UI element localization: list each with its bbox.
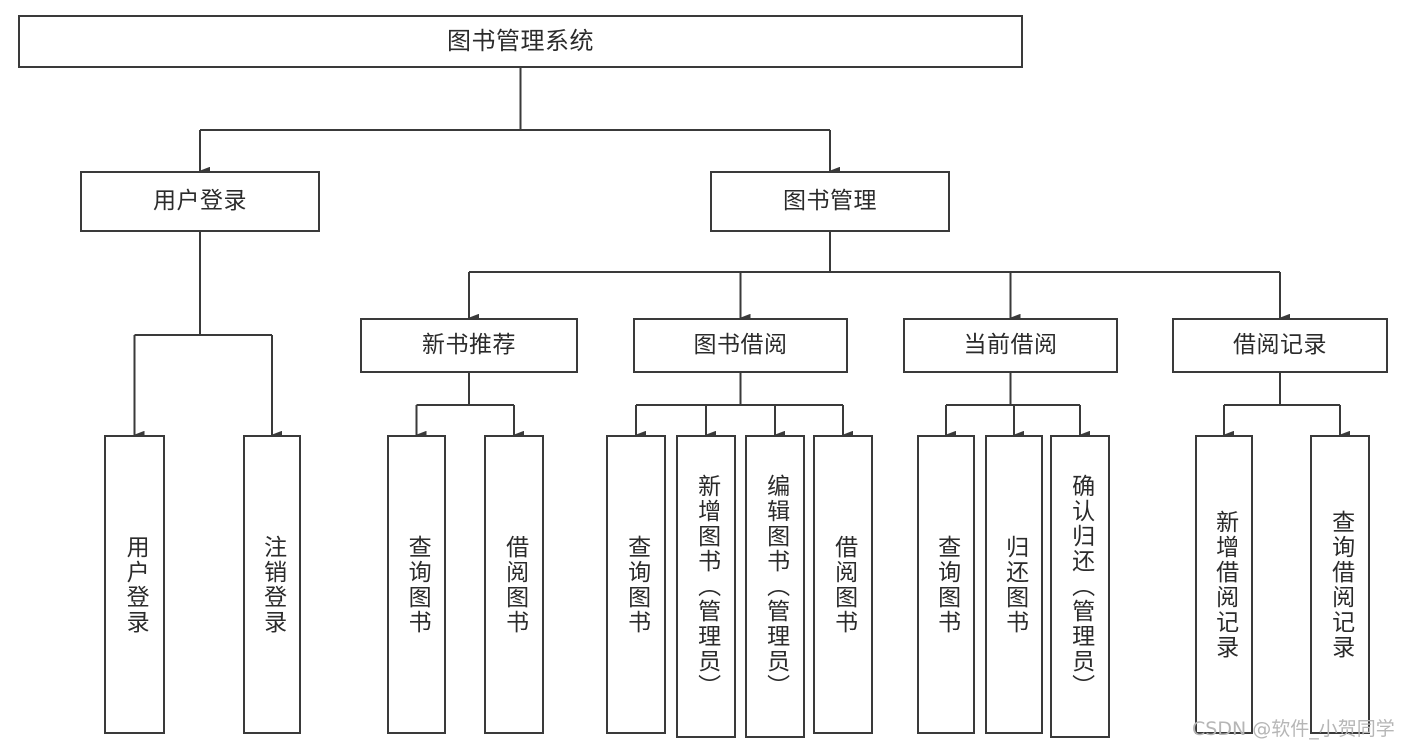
node-newbook[interactable]: 新书推荐	[360, 318, 578, 373]
node-label: 用户登录	[122, 534, 149, 635]
node-label: 注销登录	[259, 534, 286, 635]
node-label: 图书管理	[783, 187, 877, 214]
node-records[interactable]: 借阅记录	[1172, 318, 1388, 373]
node-label: 新书推荐	[422, 331, 516, 358]
node-borrow[interactable]: 图书借阅	[633, 318, 848, 373]
node-label: 用户登录	[153, 187, 247, 214]
node-label: 编辑图书（管理员）	[762, 474, 789, 699]
node-label: 归还图书	[1001, 534, 1028, 635]
node-label: 查询图书	[623, 534, 650, 635]
node-label: 查询借阅记录	[1327, 509, 1354, 660]
node-label: 图书管理系统	[447, 27, 594, 56]
node-current[interactable]: 当前借阅	[903, 318, 1118, 373]
node-leaf-bor-2[interactable]: 新增图书（管理员）	[676, 435, 736, 738]
node-root[interactable]: 图书管理系统	[18, 15, 1023, 68]
node-leaf-rec-2[interactable]: 查询借阅记录	[1310, 435, 1370, 734]
node-leaf-bor-1[interactable]: 查询图书	[606, 435, 666, 734]
node-label: 图书借阅	[693, 331, 788, 358]
node-label: 借阅图书	[830, 534, 857, 635]
node-leaf-rec-1[interactable]: 新增借阅记录	[1195, 435, 1253, 734]
node-leaf-cur-3[interactable]: 确认归还（管理员）	[1050, 435, 1110, 738]
node-leaf-bor-4[interactable]: 借阅图书	[813, 435, 873, 734]
node-leaf-new-2[interactable]: 借阅图书	[484, 435, 544, 734]
node-label: 确认归还（管理员）	[1067, 474, 1094, 699]
node-leaf-login-2[interactable]: 注销登录	[243, 435, 301, 734]
node-bookmgmt[interactable]: 图书管理	[710, 171, 950, 232]
node-label: 借阅图书	[501, 534, 528, 635]
edge-layer	[133, 68, 1350, 440]
node-leaf-new-1[interactable]: 查询图书	[387, 435, 446, 734]
node-label: 当前借阅	[963, 331, 1058, 358]
node-leaf-bor-3[interactable]: 编辑图书（管理员）	[745, 435, 805, 738]
node-label: 新增图书（管理员）	[693, 474, 720, 699]
node-leaf-cur-2[interactable]: 归还图书	[985, 435, 1043, 734]
node-leaf-cur-1[interactable]: 查询图书	[917, 435, 975, 734]
node-label: 查询图书	[404, 534, 431, 635]
node-login[interactable]: 用户登录	[80, 171, 320, 232]
watermark-label: CSDN @软件_小贺同学	[1192, 718, 1395, 740]
node-label: 新增借阅记录	[1211, 509, 1238, 660]
node-leaf-login-1[interactable]: 用户登录	[104, 435, 165, 734]
node-label: 借阅记录	[1233, 331, 1327, 358]
node-label: 查询图书	[933, 534, 960, 635]
